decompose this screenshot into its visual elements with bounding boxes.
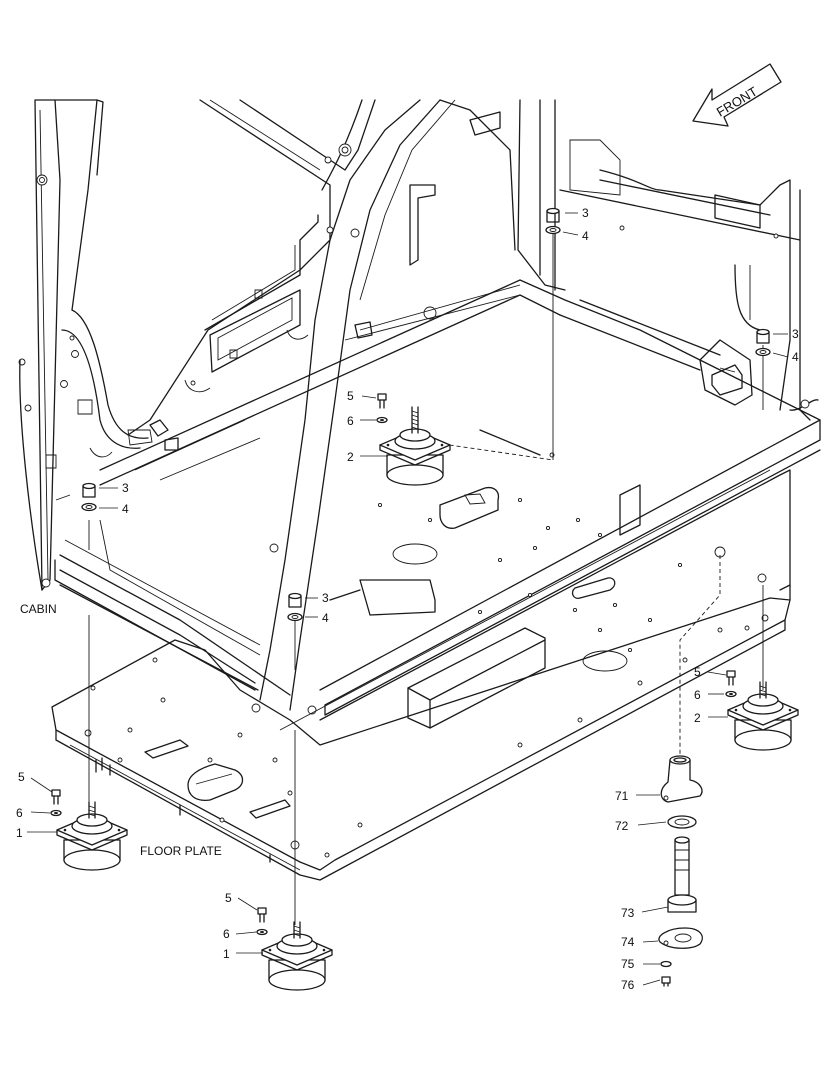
mount-front-right [727,681,799,751]
mount-rear-center-bottom [261,921,333,991]
callout-5: 5 [18,770,25,784]
callout-72: 72 [615,819,629,833]
callout-4: 4 [122,502,129,516]
callout-6: 6 [223,927,230,941]
callout-3: 3 [322,591,329,605]
front-direction-arrow: FRONT [692,63,782,127]
nut-washer-set [81,482,97,512]
callout-5: 5 [694,665,701,679]
nut-washer-set [755,328,771,357]
callout-76: 76 [621,978,635,992]
callout-3: 3 [122,481,129,495]
callout-74: 74 [621,935,635,949]
callout-6: 6 [347,414,354,428]
callout-1: 1 [223,947,230,961]
callout-6: 6 [16,806,23,820]
callout-6: 6 [694,688,701,702]
mount-rear-center [379,406,451,486]
mount-rear-left [56,801,128,871]
bolt-washer-sets [50,393,737,936]
callout-71: 71 [615,789,629,803]
cabin-frame [18,99,821,731]
callout-3: 3 [792,327,799,341]
callout-5: 5 [347,389,354,403]
floor-plate-label: FLOOR PLATE [140,844,222,858]
nut-washer-set [287,592,303,622]
callout-3: 3 [582,206,589,220]
callout-2: 2 [694,711,701,725]
callout-labels: CABIN FLOOR PLATE 3 4 3 4 3 4 3 4 5 6 2 … [16,206,799,992]
nut-washer-sets [81,207,771,622]
callout-73: 73 [621,906,635,920]
assembly-centerlines [88,230,764,925]
front-label: FRONT [714,84,760,120]
floor-plate [51,597,791,881]
callout-4: 4 [792,350,799,364]
stopper-assembly [658,755,703,987]
callout-4: 4 [322,611,329,625]
nut-washer-set [545,207,561,235]
callout-75: 75 [621,957,635,971]
callout-2: 2 [347,450,354,464]
callout-4: 4 [582,229,589,243]
callout-1: 1 [16,826,23,840]
callout-5: 5 [225,891,232,905]
cabin-label: CABIN [20,602,57,616]
callout-leaders [27,212,789,986]
